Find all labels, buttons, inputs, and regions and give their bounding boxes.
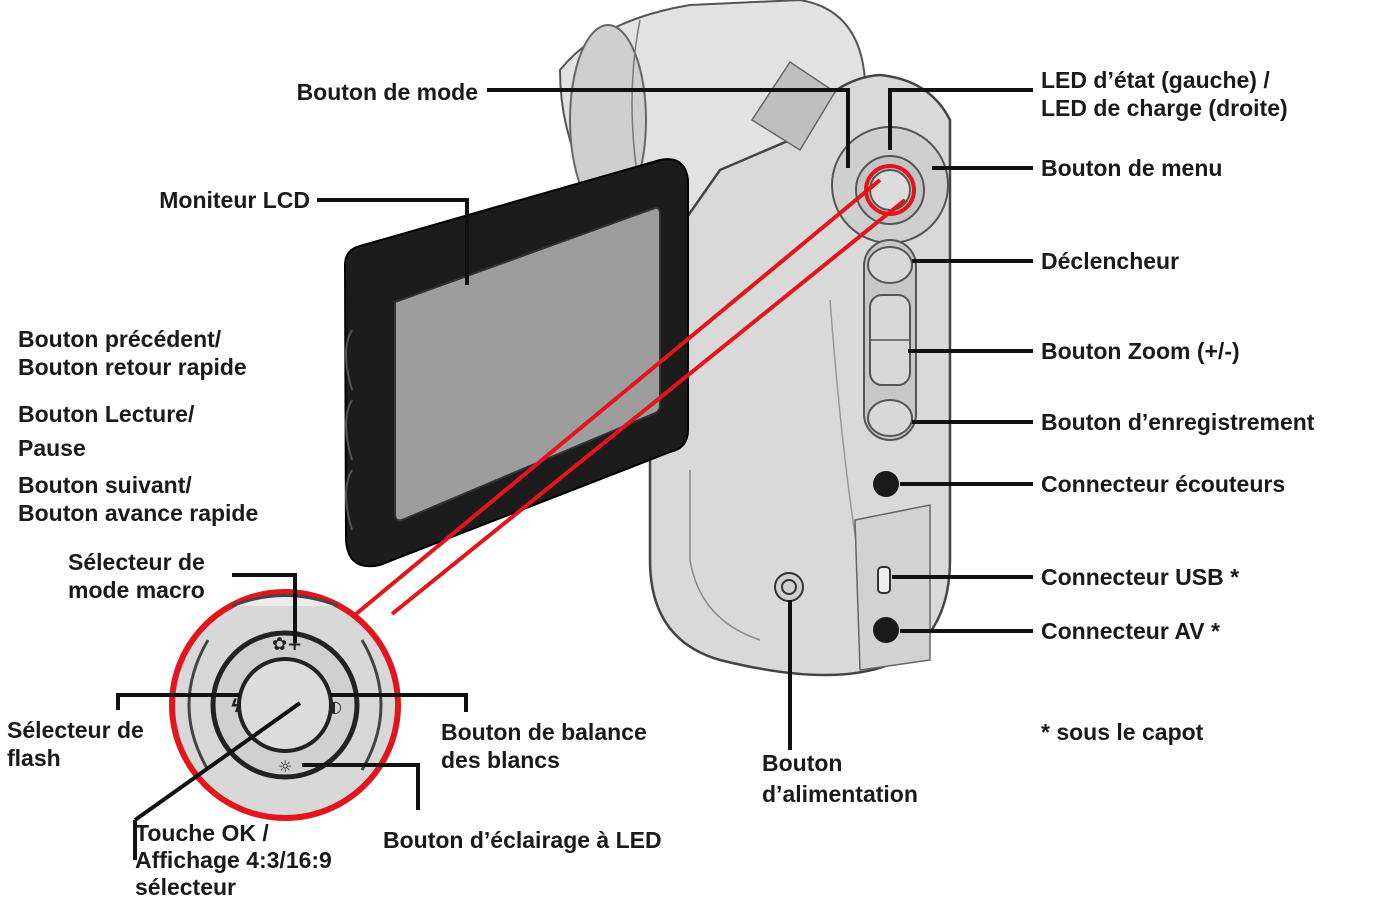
label-led-light-button: Bouton d’éclairage à LED <box>383 827 662 853</box>
label-mode-button: Bouton de mode <box>296 79 478 105</box>
label-lcd-monitor: Moniteur LCD <box>159 187 310 213</box>
label-flash-selector: Sélecteur de flash <box>7 717 144 771</box>
svg-text:☼: ☼ <box>278 757 292 776</box>
label-menu-button: Bouton de menu <box>1041 155 1223 181</box>
label-headphone-jack: Connecteur écouteurs <box>1041 471 1286 497</box>
svg-text:◐: ◐ <box>328 697 342 716</box>
label-power-button: Bouton d’alimentation <box>762 750 918 807</box>
label-play-button: Bouton Lecture/ Pause <box>18 401 195 461</box>
label-record-button: Bouton d’enregistrement <box>1041 409 1315 435</box>
lcd-monitor <box>343 158 689 568</box>
label-white-balance: Bouton de balance des blancs <box>441 719 647 773</box>
label-status-led: LED d’état (gauche) / LED de charge (dro… <box>1041 67 1288 121</box>
svg-text:ϟ: ϟ <box>230 696 242 717</box>
label-next-button: Bouton suivant/ Bouton avance rapide <box>18 472 259 526</box>
label-macro-selector: Sélecteur de mode macro <box>68 549 205 603</box>
label-under-cover-note: * sous le capot <box>1041 719 1204 745</box>
label-shutter: Déclencheur <box>1041 248 1180 274</box>
label-zoom-button: Bouton Zoom (+/-) <box>1041 338 1240 364</box>
svg-text:✿+: ✿+ <box>272 634 302 655</box>
label-prev-button: Bouton précédent/ Bouton retour rapide <box>18 326 247 380</box>
label-usb-connector: Connecteur USB * <box>1041 564 1240 590</box>
label-av-connector: Connecteur AV * <box>1041 618 1220 644</box>
label-ok-button: Touche OK / Affichage 4:3/16:9 sélecteur <box>135 820 332 900</box>
magnified-control-dial: ✿+ ◐ ϟ ☼ <box>169 589 401 821</box>
leader-lines <box>116 88 1033 860</box>
